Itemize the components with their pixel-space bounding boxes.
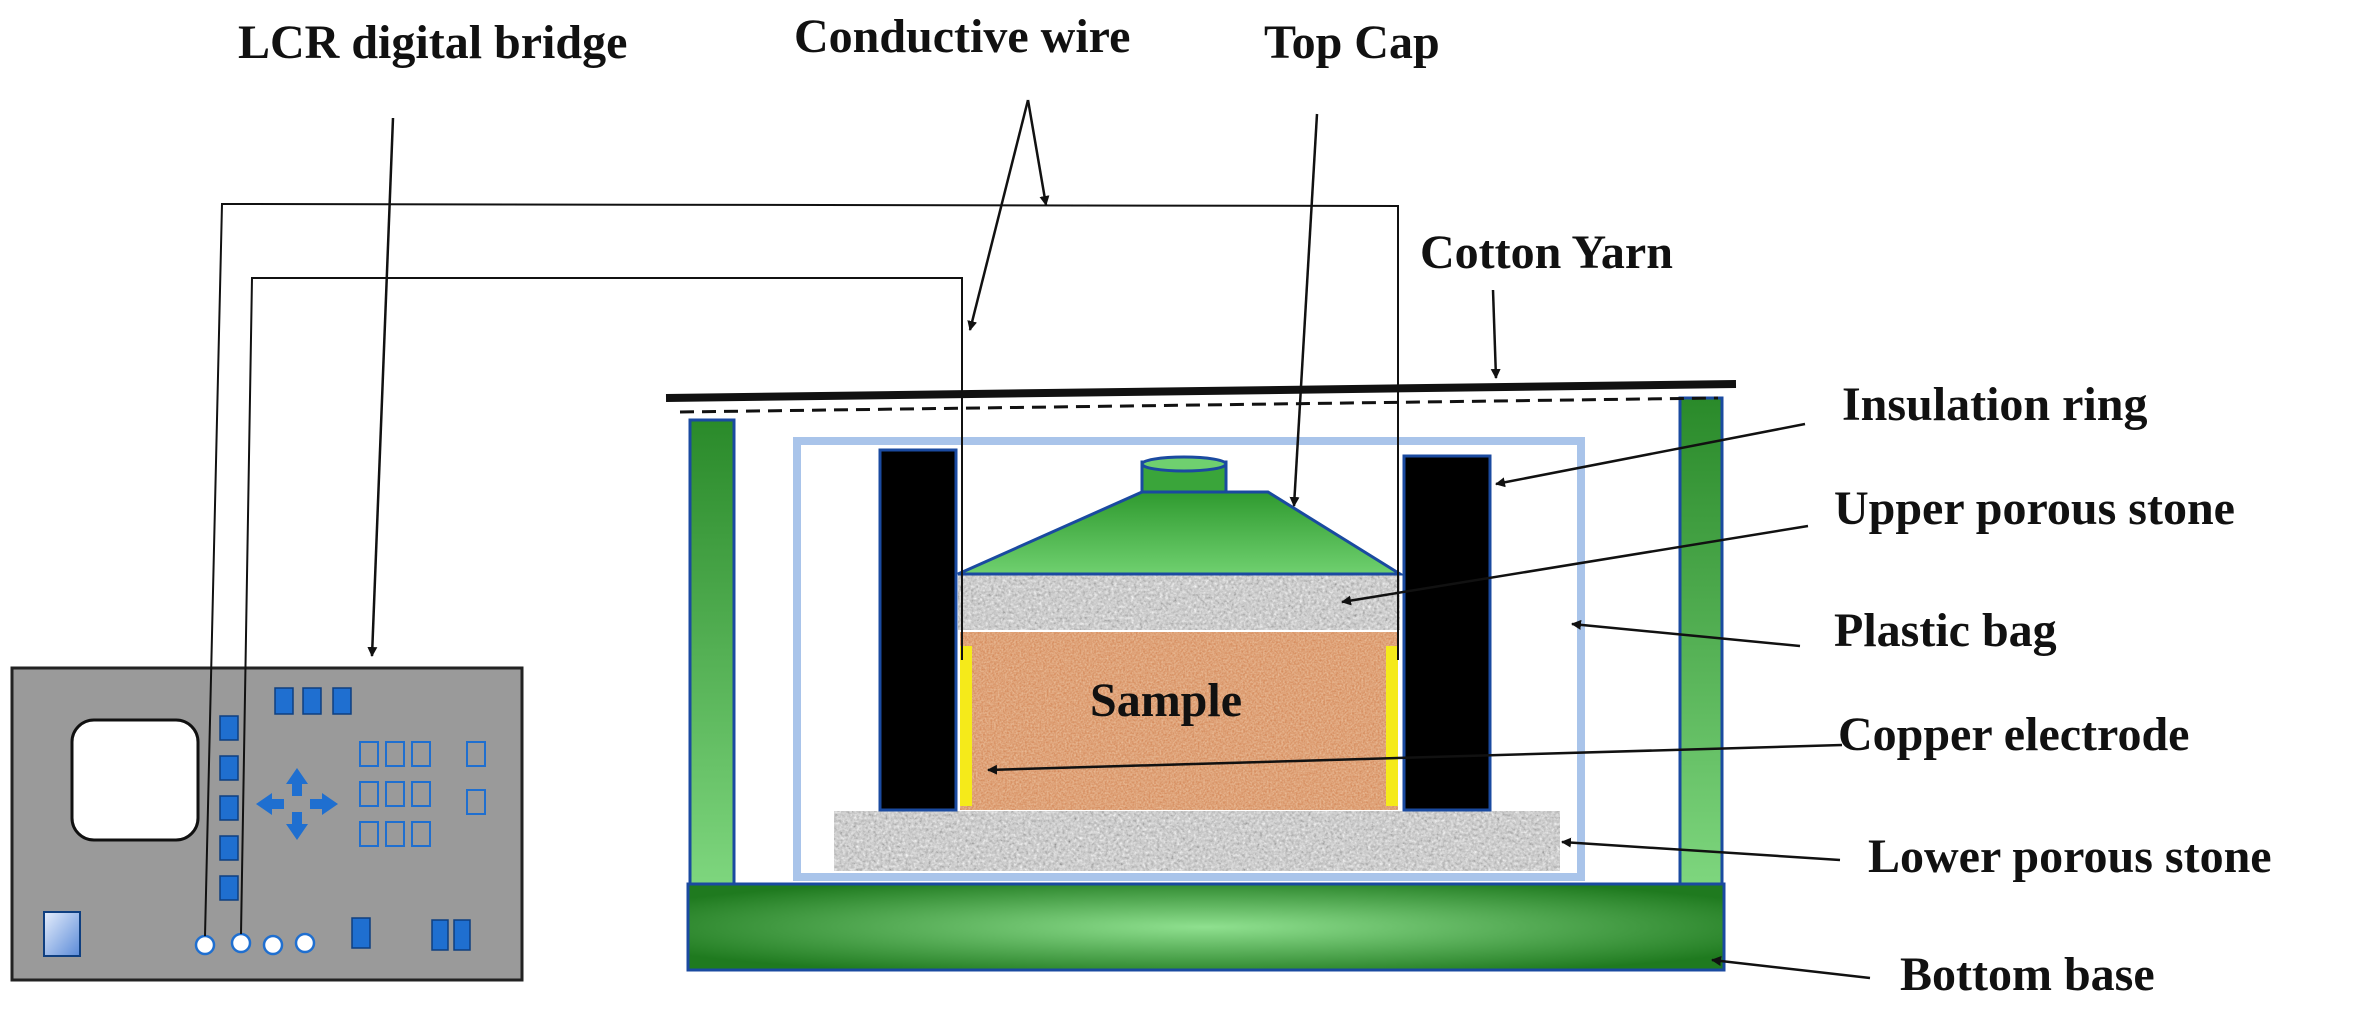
device-bottom-buttons: [351, 917, 471, 951]
insulation-ring-right: [1402, 454, 1492, 812]
device-screen: [70, 718, 200, 842]
labels: LCR digital bridge Conductive wire Top C…: [238, 10, 2272, 1001]
label-cotton-yarn: Cotton Yarn: [1420, 226, 1673, 279]
cotton-yarn-dashed: [679, 396, 1719, 414]
sample-label: Sample: [1090, 674, 1242, 727]
device-keypad: [359, 741, 486, 847]
device-power-button: [43, 911, 81, 957]
copper-electrode-right: [1386, 646, 1398, 806]
label-conductive-wire: Conductive wire: [794, 10, 1130, 63]
copper-electrode-left: [960, 646, 972, 806]
conductive-wires: [204, 202, 1399, 937]
insulation-ring-left: [878, 448, 958, 812]
label-insulation-ring: Insulation ring: [1842, 378, 2147, 431]
apparatus: Sample: [665, 380, 1737, 972]
plastic-bag: [793, 437, 1585, 881]
label-plastic-bag: Plastic bag: [1834, 604, 2057, 657]
label-copper-electrode: Copper electrode: [1838, 708, 2189, 761]
upper-porous-stone: [956, 572, 1402, 632]
top-cap-knob-top: [1140, 455, 1228, 473]
device-button-column: [219, 715, 239, 901]
label-upper-porous-stone: Upper porous stone: [1834, 482, 2235, 535]
label-top-cap: Top Cap: [1264, 16, 1440, 69]
leader-arrows: [367, 99, 1871, 980]
cotton-yarn: [665, 380, 1737, 402]
device-top-buttons: [274, 687, 352, 715]
right-post: [1678, 396, 1724, 887]
top-cap: [957, 490, 1406, 576]
label-lcr-digital-bridge: LCR digital bridge: [238, 16, 627, 69]
label-bottom-base: Bottom base: [1900, 948, 2155, 1001]
lower-porous-stone: [832, 809, 1562, 873]
sample: [960, 632, 1398, 810]
lcr-digital-bridge-device: [10, 666, 524, 982]
label-lower-porous-stone: Lower porous stone: [1868, 830, 2272, 883]
left-post: [688, 418, 736, 887]
direction-pad-icon: [256, 768, 338, 840]
bottom-base: [686, 882, 1726, 972]
